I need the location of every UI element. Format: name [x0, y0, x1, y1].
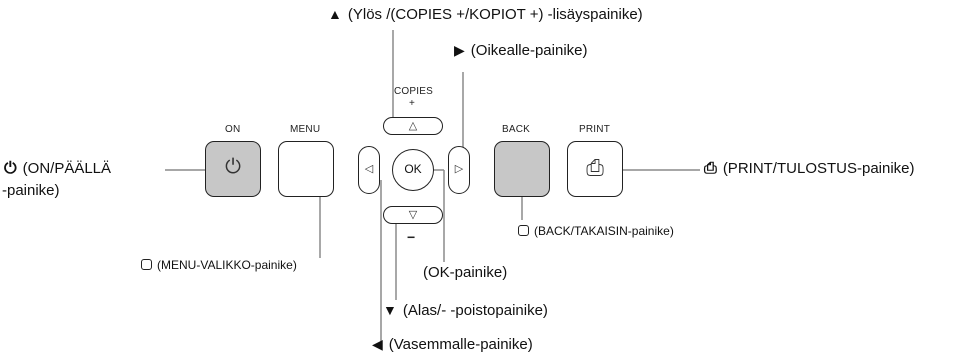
left-button[interactable]: ◁: [358, 146, 380, 194]
print-icon: ⎙: [586, 155, 604, 180]
menu-square-icon: [141, 259, 152, 270]
up-triangle-icon: △: [408, 120, 418, 132]
on-button[interactable]: ⏻: [205, 141, 261, 197]
up-callout-text: (Ylös /(COPIES +/KOPIOT +) -lisäyspainik…: [347, 6, 643, 23]
power-callout-icon: ⏻: [4, 160, 17, 177]
down-button[interactable]: ▽: [383, 206, 443, 224]
print-callout-text: (PRINT/TULOSTUS-painike): [722, 160, 915, 177]
down-callout: ▼ (Alas/- -poistopainike): [383, 302, 548, 319]
print-button[interactable]: ⎙: [567, 141, 623, 197]
ok-label: OK: [404, 162, 422, 176]
back-callout-text: (BACK/TAKAISIN-painike): [534, 224, 674, 238]
up-button[interactable]: △: [383, 117, 443, 135]
menu-button[interactable]: [278, 141, 334, 197]
copies-panel-label: COPIES: [394, 86, 433, 97]
right-callout: ▶ (Oikealle-painike): [454, 42, 588, 59]
up-arrow-icon: ▲: [328, 6, 342, 22]
back-panel-label: BACK: [502, 124, 531, 135]
on-callout-line2: -painike): [2, 182, 60, 199]
print-callout-icon: ⎙: [704, 160, 717, 177]
print-panel-label: PRINT: [579, 124, 610, 135]
right-callout-text: (Oikealle-painike): [470, 42, 588, 59]
right-triangle-icon: ▷: [454, 163, 464, 175]
right-arrow-icon: ▶: [454, 42, 465, 58]
print-callout: ⎙ (PRINT/TULOSTUS-painike): [704, 160, 915, 178]
left-triangle-icon: ◁: [364, 163, 374, 175]
power-icon: ⏻: [225, 156, 241, 178]
copies-plus-label: +: [409, 98, 416, 109]
minus-label: −: [407, 229, 416, 245]
down-triangle-icon: ▽: [408, 209, 418, 221]
on-callout-text: (ON/PÄÄLLÄ: [22, 160, 112, 177]
right-button[interactable]: ▷: [448, 146, 470, 194]
up-callout: ▲ (Ylös /(COPIES +/KOPIOT +) -lisäyspaini…: [328, 6, 643, 23]
down-callout-text: (Alas/- -poistopainike): [402, 302, 548, 319]
on-panel-label: ON: [225, 124, 241, 135]
ok-button[interactable]: OK: [392, 149, 434, 191]
ok-callout: (OK-painike): [423, 264, 508, 281]
menu-callout: (MENU-VALIKKO-painike): [141, 258, 297, 272]
left-callout: ◀ (Vasemmalle-painike): [372, 336, 533, 353]
menu-callout-text: (MENU-VALIKKO-painike): [157, 258, 297, 272]
menu-panel-label: MENU: [290, 124, 321, 135]
down-arrow-icon: ▼: [383, 302, 397, 318]
back-square-icon: [518, 225, 529, 236]
back-callout: (BACK/TAKAISIN-painike): [518, 224, 674, 238]
on-callout-line1: ⏻ (ON/PÄÄLLÄ: [4, 160, 111, 178]
left-arrow-icon: ◀: [372, 336, 383, 352]
left-callout-text: (Vasemmalle-painike): [388, 336, 533, 353]
back-button[interactable]: [494, 141, 550, 197]
